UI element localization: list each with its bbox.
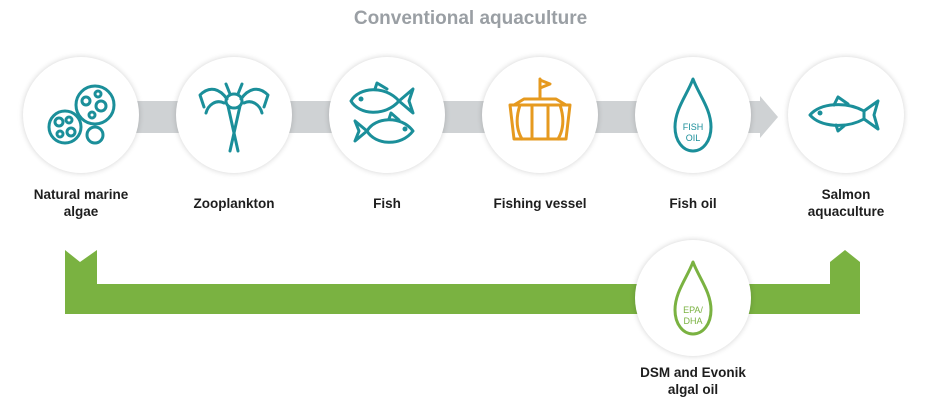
salmon-icon — [808, 95, 880, 133]
label-algal-oil: DSM and Evonik algal oil — [640, 365, 746, 397]
fish-oil-drop-line1: FISH — [683, 122, 704, 132]
node-fish — [329, 57, 445, 173]
zooplankton-icon — [198, 82, 270, 153]
label-fishing-vessel: Fishing vessel — [493, 196, 587, 211]
node-fishing-vessel — [482, 57, 598, 173]
fish-pair-icon — [349, 81, 415, 144]
label-salmon-aquaculture: Salmon aquaculture — [807, 187, 885, 219]
label-natural-marine-algae: Natural marine algae — [33, 187, 129, 219]
node-natural-marine-algae — [23, 57, 139, 173]
algae-cells-icon — [47, 84, 116, 145]
fishing-vessel-icon — [508, 77, 572, 141]
label-fish: Fish — [373, 196, 401, 211]
fish-oil-drop-icon: FISH OIL — [673, 77, 713, 153]
node-zooplankton — [176, 57, 292, 173]
label-zooplankton: Zooplankton — [193, 196, 275, 211]
fish-oil-drop-line2: OIL — [686, 133, 701, 143]
algal-oil-drop-line2: DHA — [683, 316, 702, 326]
diagram-title: Conventional aquaculture — [353, 8, 588, 29]
algal-oil-drop-line1: EPA/ — [683, 305, 703, 315]
node-fish-oil: FISH OIL — [635, 57, 751, 173]
label-fish-oil: Fish oil — [669, 196, 717, 211]
epa-dha-drop-icon: EPA/ DHA — [673, 260, 713, 336]
node-salmon-aquaculture — [788, 57, 904, 173]
node-algal-oil: EPA/ DHA — [635, 240, 751, 356]
